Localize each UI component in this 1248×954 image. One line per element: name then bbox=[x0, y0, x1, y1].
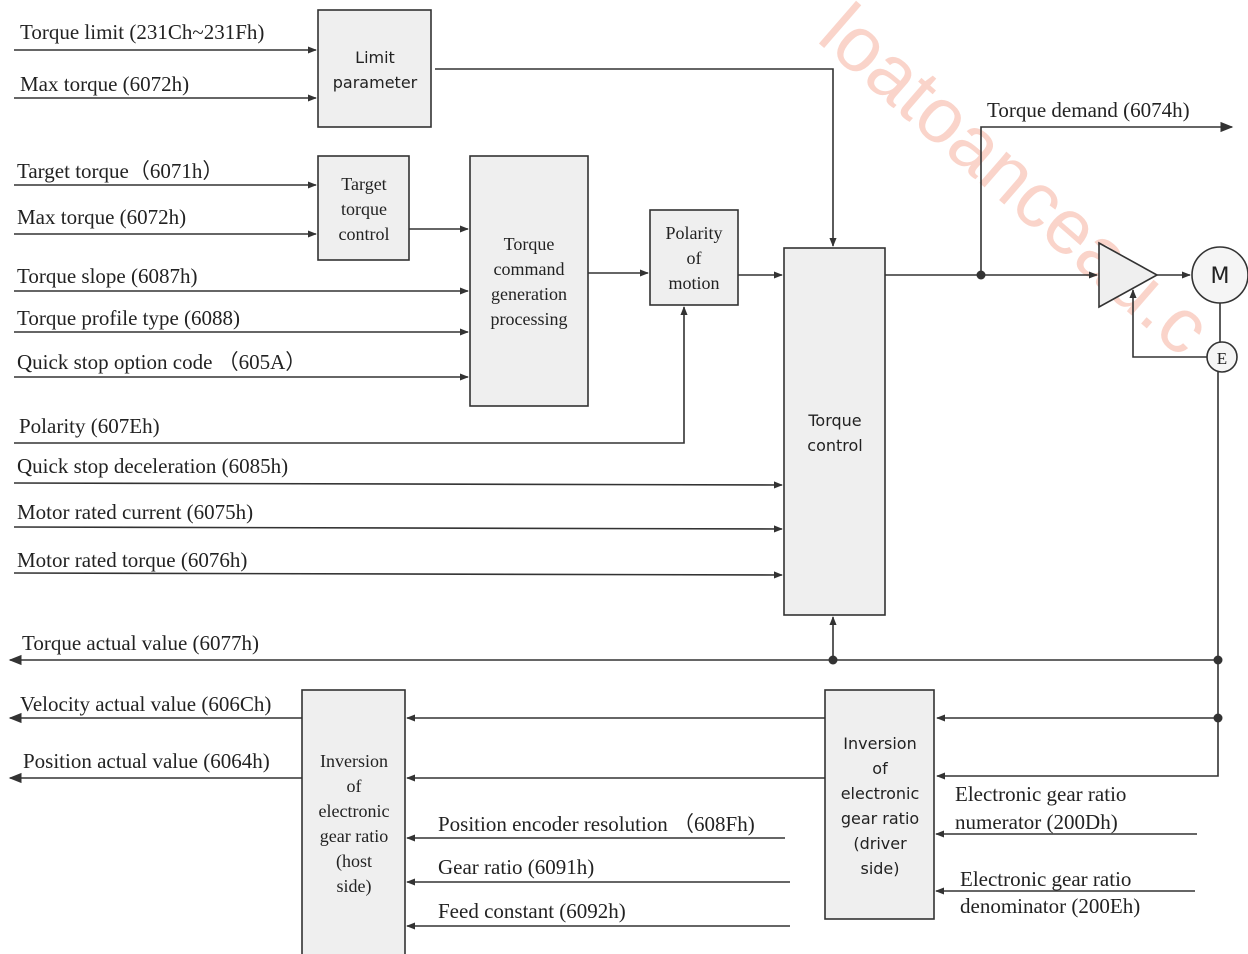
torque-command-line-2: command bbox=[494, 259, 565, 279]
limit-parameter-line-1: Limit bbox=[355, 48, 395, 67]
inversion-driver-line-6: side) bbox=[860, 859, 899, 878]
polarity-of-motion-line-2: of bbox=[687, 248, 702, 268]
label-egr-denominator-line-1: Electronic gear ratio bbox=[960, 867, 1131, 891]
label-max-torque-2: Max torque (6072h) bbox=[17, 205, 186, 229]
amplifier-triangle bbox=[1098, 241, 1159, 309]
junction-dots bbox=[828, 270, 1223, 723]
block-connections bbox=[8, 68, 1234, 930]
label-torque-actual: Torque actual value (6077h) bbox=[22, 631, 259, 655]
polarity-of-motion-block: Polarity of motion bbox=[649, 209, 739, 306]
inversion-driver-line-1: Inversion bbox=[843, 734, 916, 753]
label-position-actual: Position actual value (6064h) bbox=[23, 749, 270, 773]
torque-control-line-1: Torque bbox=[807, 411, 861, 430]
label-torque-profile-type: Torque profile type (6088) bbox=[17, 306, 240, 330]
label-target-torque: Target torque（6071h） bbox=[17, 159, 223, 183]
torque-control-block: Torque control bbox=[783, 247, 886, 616]
inversion-host-line-4: gear ratio bbox=[320, 826, 388, 846]
label-velocity-actual: Velocity actual value (606Ch) bbox=[20, 692, 271, 716]
label-torque-slope: Torque slope (6087h) bbox=[17, 264, 198, 288]
label-torque-demand: Torque demand (6074h) bbox=[987, 98, 1190, 122]
inversion-driver-line-3: electronic bbox=[841, 784, 920, 803]
label-max-torque-1: Max torque (6072h) bbox=[20, 72, 189, 96]
target-torque-control-line-1: Target bbox=[341, 174, 386, 194]
label-quick-stop-option: Quick stop option code （605A） bbox=[17, 350, 306, 374]
motor-label: M bbox=[1211, 264, 1230, 289]
limit-parameter-line-2: parameter bbox=[333, 73, 418, 92]
polarity-of-motion-line-3: motion bbox=[668, 273, 719, 293]
label-motor-rated-torque: Motor rated torque (6076h) bbox=[17, 548, 247, 572]
inversion-host-line-3: electronic bbox=[319, 801, 390, 821]
inversion-host-line-5: (host bbox=[336, 851, 372, 872]
target-torque-control-line-3: control bbox=[339, 224, 390, 244]
label-egr-numerator-line-2: numerator (200Dh) bbox=[955, 810, 1118, 834]
torque-command-line-3: generation bbox=[491, 284, 567, 304]
input-arrows bbox=[13, 46, 783, 579]
label-torque-limit: Torque limit (231Ch~231Fh) bbox=[20, 20, 264, 44]
label-egr-denominator-line-2: denominator (200Eh) bbox=[960, 894, 1140, 918]
inversion-host-side-block: Inversion of electronic gear ratio (host… bbox=[301, 689, 406, 954]
label-pos-encoder-resolution: Position encoder resolution （608Fh) bbox=[438, 812, 755, 836]
torque-control-line-2: control bbox=[807, 436, 862, 455]
inversion-driver-line-5: (driver bbox=[853, 834, 907, 853]
label-gear-ratio: Gear ratio (6091h) bbox=[438, 855, 594, 879]
inversion-host-line-6: side) bbox=[337, 876, 372, 897]
label-egr-numerator-line-1: Electronic gear ratio bbox=[955, 782, 1126, 806]
inversion-driver-side-block: Inversion of electronic gear ratio (driv… bbox=[824, 689, 935, 920]
inversion-driver-line-4: gear ratio bbox=[841, 809, 919, 828]
polarity-of-motion-line-1: Polarity bbox=[666, 223, 723, 243]
label-motor-rated-current: Motor rated current (6075h) bbox=[17, 500, 253, 524]
inversion-host-line-1: Inversion bbox=[320, 751, 388, 771]
target-torque-control-line-2: torque bbox=[341, 199, 387, 219]
label-polarity: Polarity (607Eh) bbox=[19, 414, 160, 438]
torque-command-generation-block: Torque command generation processing bbox=[469, 155, 589, 407]
limit-parameter-block: Limit parameter bbox=[317, 9, 432, 128]
torque-command-line-1: Torque bbox=[504, 234, 555, 254]
torque-command-line-4: processing bbox=[491, 309, 568, 329]
inversion-host-line-2: of bbox=[347, 776, 362, 796]
label-feed-constant: Feed constant (6092h) bbox=[438, 899, 626, 923]
inversion-driver-line-2: of bbox=[872, 759, 888, 778]
encoder-label: E bbox=[1217, 349, 1227, 368]
target-torque-control-block: Target torque control bbox=[317, 155, 410, 261]
label-quick-stop-decel: Quick stop deceleration (6085h) bbox=[17, 454, 288, 478]
